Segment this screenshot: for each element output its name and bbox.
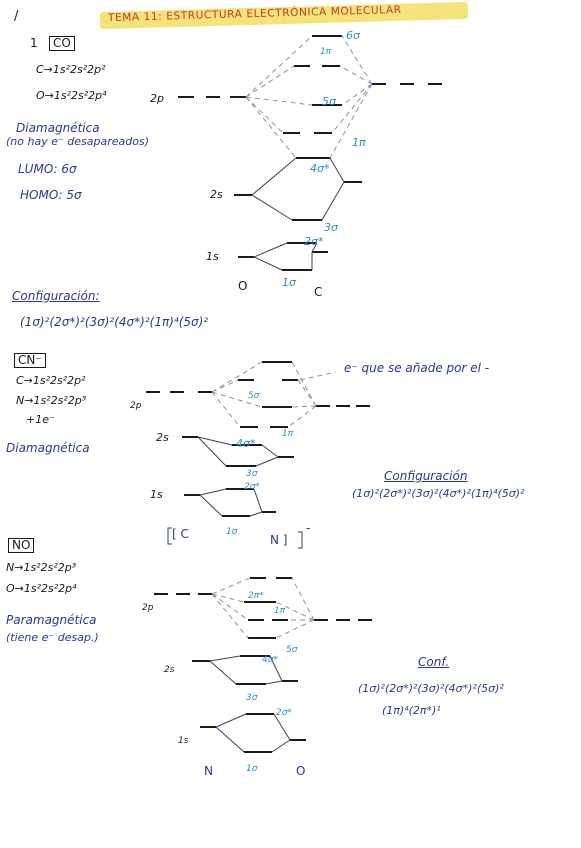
co-diagram (178, 35, 442, 271)
cn-ao-2p: 2p (130, 401, 142, 411)
no-mo-2sigma: 2σ* (276, 708, 292, 718)
cn-ao-1s: 1s (150, 488, 163, 501)
co-mo-3sigma: 3σ (324, 221, 338, 234)
no-atom-right: O (296, 764, 306, 778)
cn-mo-5sigma: 5σ (248, 391, 260, 401)
cn-mo-3sigma: 3σ (246, 469, 258, 479)
co-atom-right: C (314, 285, 323, 299)
no-ao-2p: 2p (142, 603, 154, 613)
no-mo-2pi: 2π* (248, 591, 264, 601)
cn-mo-1pi: 1π (282, 429, 294, 439)
co-mo-5sigma: 5σ (322, 95, 336, 108)
co-mo-1pi-upper: 1π (320, 47, 332, 57)
no-ao-2s: 2s (164, 665, 175, 675)
cn-config-title: Configuración (384, 469, 468, 483)
co-config: (1σ)²(2σ*)²(3σ)²(4σ*)²(1π)⁴(5σ)² (20, 315, 209, 329)
co-homo: HOMO: 5σ (20, 188, 82, 202)
cn-mo-1sigma: 1σ (226, 527, 238, 537)
cn-diagram (146, 361, 370, 549)
no-mo-4sigma: 4σ* (262, 655, 278, 665)
co-mo-4sigma: 4σ* (310, 162, 330, 175)
co-label: CO (49, 36, 75, 52)
no-label: NO (8, 538, 35, 554)
cn-label: CN⁻ (14, 353, 46, 369)
no-config-n: N→1s²2s²2p³ (6, 561, 77, 574)
cn-config-c: C→1s²2s²2p² (16, 374, 86, 387)
cn-atom-left: [ C (172, 527, 189, 541)
no-mo-1sigma: 1σ (246, 764, 258, 774)
co-number: 1 (30, 36, 38, 50)
co-config-title: Configuración: (12, 289, 100, 303)
no-config-line2: (1π)⁴(2π*)¹ (382, 704, 441, 717)
cn-config: (1σ)²(2σ*)²(3σ)²(4σ*)²(1π)⁴(5σ)² (352, 487, 525, 500)
no-magnetism-note: (tiene e⁻ desap.) (6, 631, 99, 644)
cn-mo-2sigma: 2σ* (244, 482, 260, 492)
stroke-mark: / (14, 9, 19, 24)
co-atom-left: O (238, 279, 248, 293)
cn-added-electron-note: e⁻ que se añade por el - (344, 361, 490, 375)
cn-mo-4sigma: 4σ* (236, 437, 256, 450)
no-config-title: Conf. (418, 655, 450, 669)
cn-config-n: N→1s²2s²2p³ (16, 394, 87, 407)
no-mo-1pi: 1π (274, 606, 286, 616)
co-mo-1sigma: 1σ (282, 276, 296, 289)
no-mo-5sigma: 5σ (286, 645, 298, 655)
no-diagram (154, 577, 372, 753)
no-config-line1: (1σ)²(2σ*)²(3σ)²(4σ*)²(5σ)² (358, 682, 504, 695)
co-config-c: C→1s²2s²2p² (36, 63, 106, 76)
cn-extra-electron: +1e⁻ (26, 413, 55, 426)
cn-atom-right: N ] (270, 533, 288, 547)
no-mo-3sigma: 3σ (246, 693, 258, 703)
no-config-o: O→1s²2s²2p⁴ (6, 582, 77, 595)
co-ao-1s: 1s (206, 250, 219, 263)
co-mo-6sigma: 6σ (346, 29, 360, 42)
no-ao-1s: 1s (178, 736, 189, 746)
co-config-o: O→1s²2s²2p⁴ (36, 89, 107, 102)
no-magnetism: Paramagnética (6, 613, 97, 627)
cn-ao-2s: 2s (156, 431, 169, 444)
co-magnetism-note: (no hay e⁻ desapareados) (6, 135, 149, 148)
cn-magnetism: Diamagnética (6, 441, 90, 455)
no-atom-left: N (204, 764, 213, 778)
co-ao-2s: 2s (210, 188, 223, 201)
co-lumo: LUMO: 6σ (18, 162, 77, 176)
co-mo-2sigma: 2σ* (304, 235, 324, 248)
co-mo-1pi: 1π (352, 136, 366, 149)
co-magnetism: Diamagnética (16, 121, 100, 135)
co-ao-2p: 2p (150, 92, 164, 105)
cn-charge: - (306, 521, 311, 535)
